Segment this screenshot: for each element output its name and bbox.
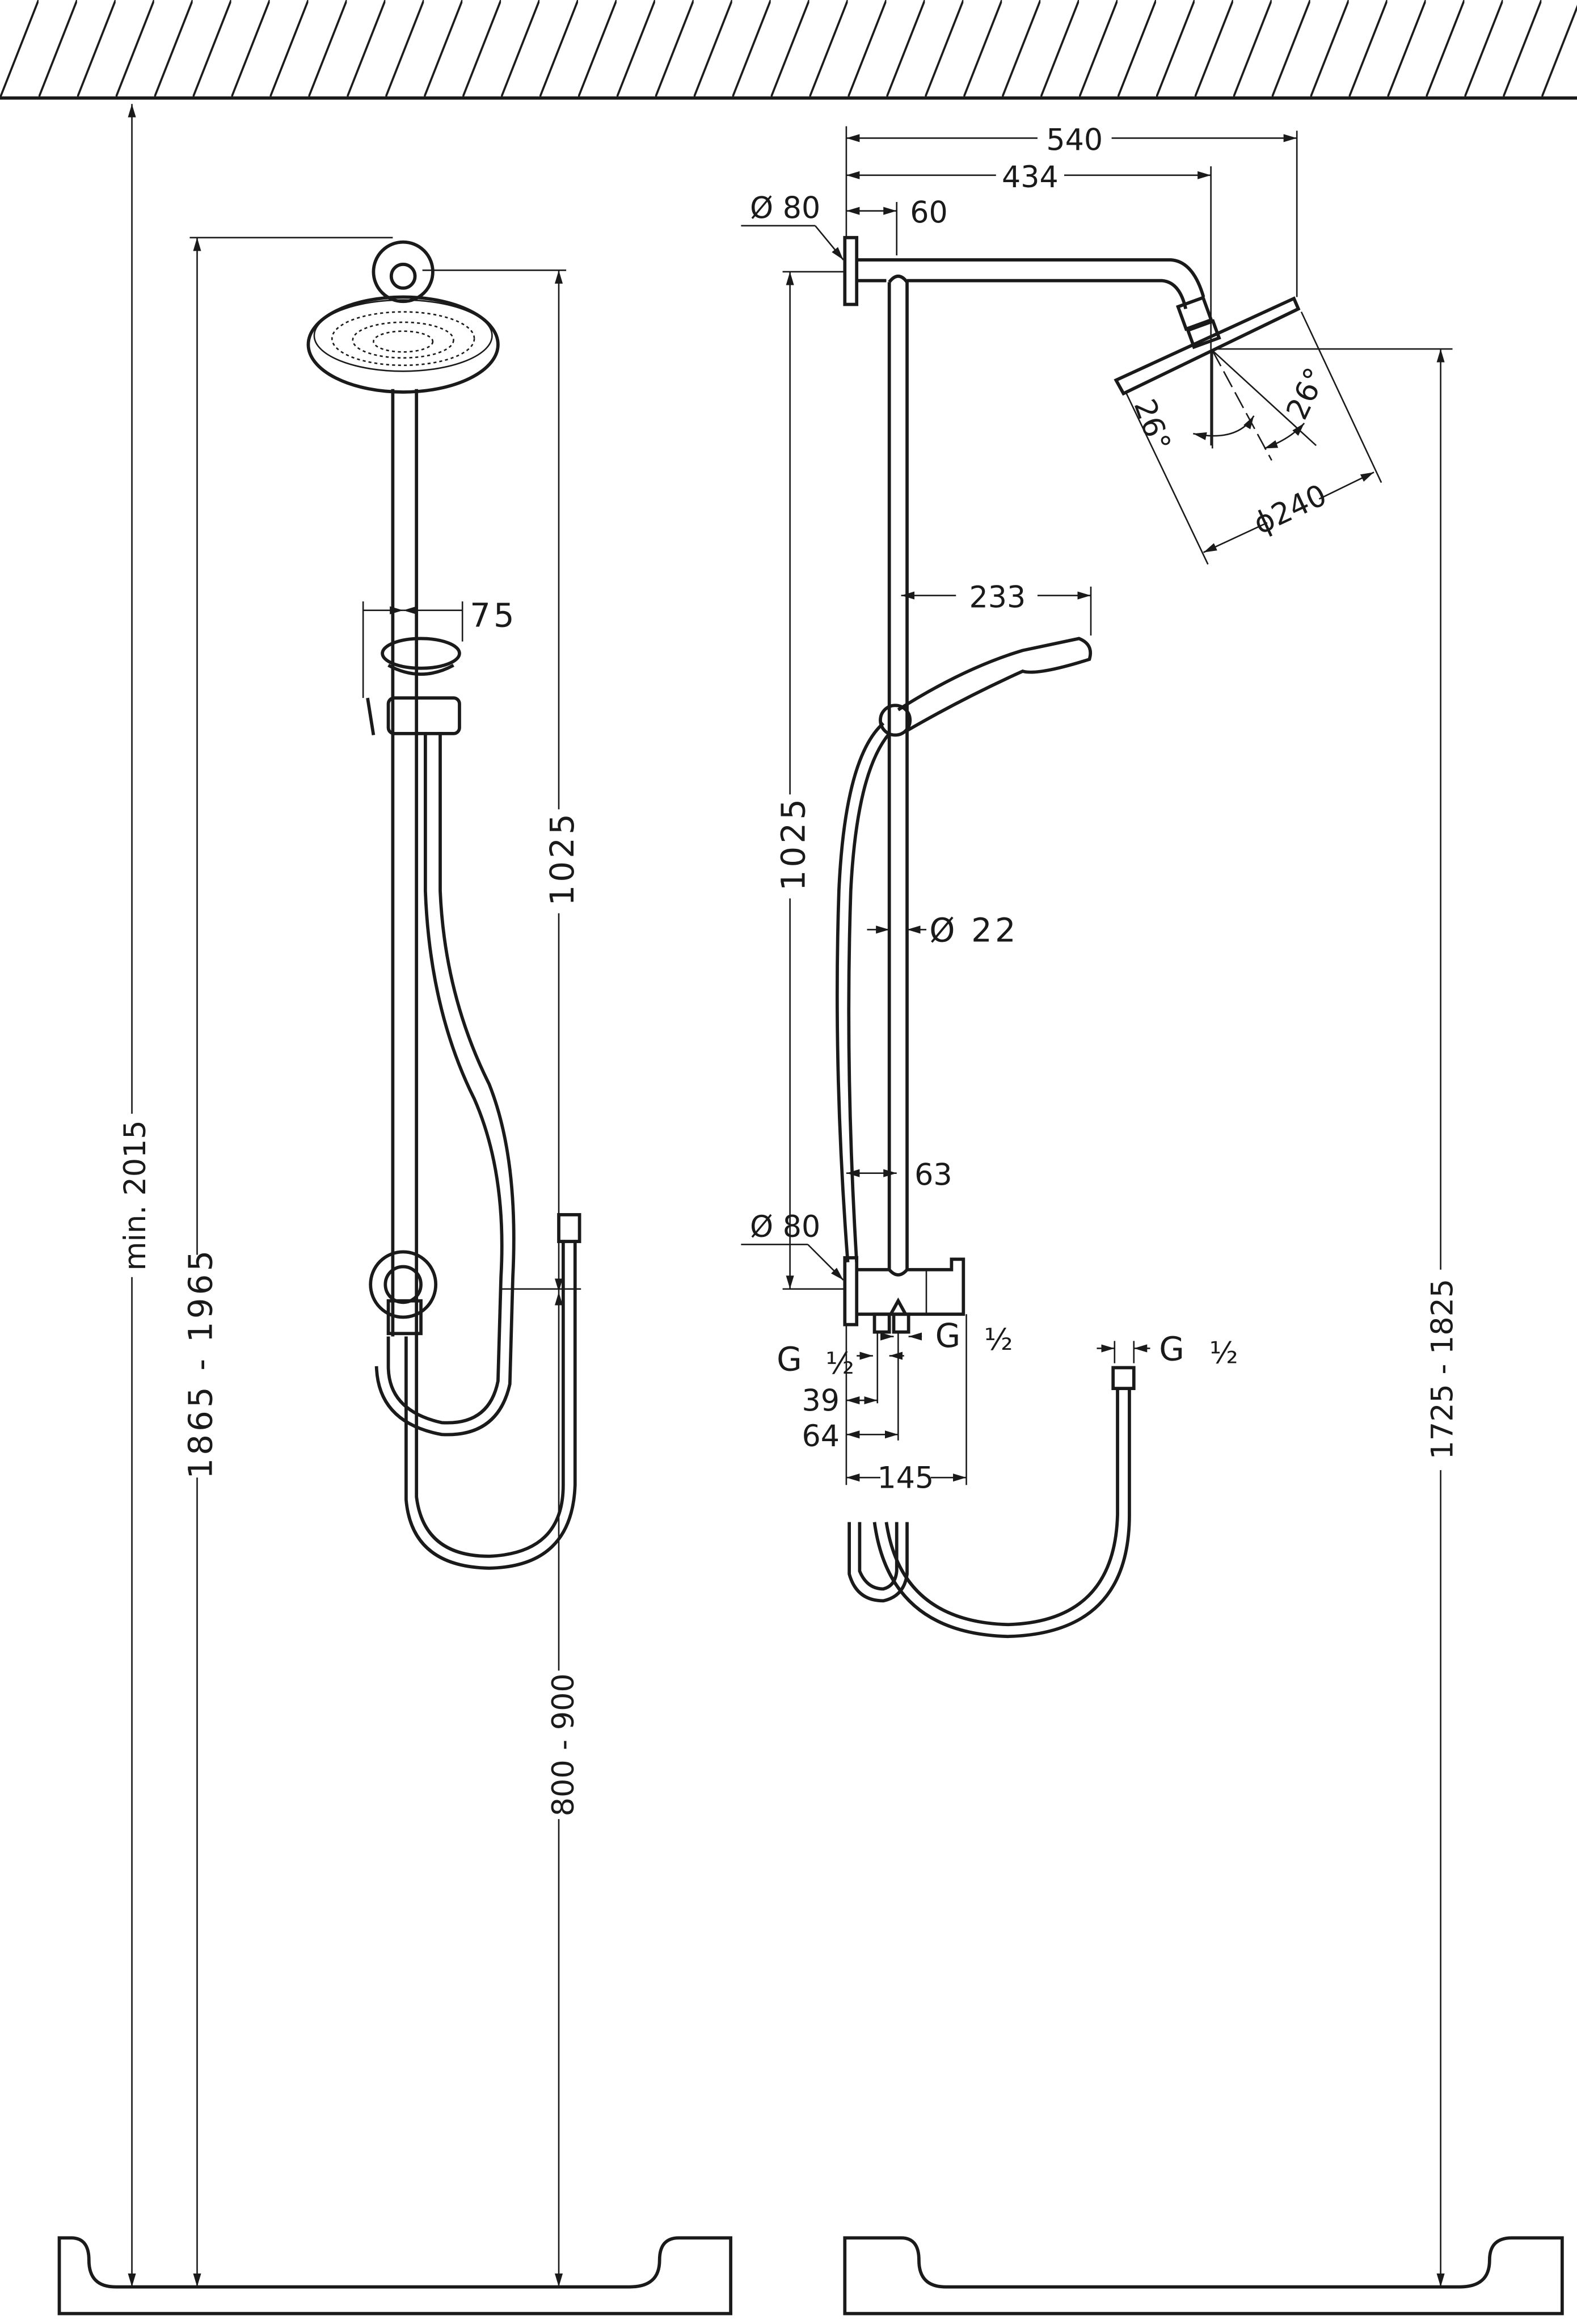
dim-233: 233 bbox=[969, 580, 1026, 614]
head-hook bbox=[372, 240, 435, 304]
slider-holder bbox=[386, 696, 461, 735]
hose-nut bbox=[1111, 1366, 1136, 1391]
thread-hose-size: ½ bbox=[1209, 1336, 1238, 1371]
bathtub-right bbox=[843, 2236, 1564, 2315]
dim-plate-top: Ø 80 bbox=[750, 191, 820, 226]
dim-1025-left: 1025 bbox=[543, 811, 581, 906]
dim-540: 540 bbox=[1046, 123, 1103, 157]
hand-shower-side bbox=[897, 637, 1093, 732]
dim-min-2015: min. 2015 bbox=[118, 1120, 153, 1270]
bathtub-left bbox=[57, 2236, 732, 2315]
thermostat-body bbox=[857, 1257, 965, 1316]
dim-head-diameter: ϕ240 bbox=[1249, 478, 1332, 541]
dim-63: 63 bbox=[914, 1158, 952, 1193]
dim-1865-1965: 1865 - 1965 bbox=[182, 1248, 220, 1479]
dim-39: 39 bbox=[802, 1383, 840, 1418]
dim-60: 60 bbox=[910, 196, 947, 230]
overhead-shower-head bbox=[306, 295, 500, 394]
thread-hose-g: G bbox=[1159, 1330, 1187, 1368]
hose-connector bbox=[557, 1213, 581, 1243]
dim-145: 145 bbox=[878, 1460, 934, 1495]
dim-1025-right: 1025 bbox=[775, 796, 813, 891]
thread-left-size: ½ bbox=[825, 1346, 854, 1381]
dim-plate-bottom: Ø 80 bbox=[750, 1210, 820, 1244]
hand-shower bbox=[381, 637, 461, 670]
thread-right-g: G bbox=[935, 1317, 964, 1355]
dim-434: 434 bbox=[1002, 160, 1059, 195]
dim-800-900: 800 - 900 bbox=[546, 1673, 581, 1816]
shower-hose bbox=[872, 1388, 1131, 1639]
thread-left-g: G bbox=[777, 1341, 805, 1379]
dim-angle-right: 26° bbox=[1280, 363, 1333, 425]
wall-plate bbox=[843, 235, 859, 306]
dim-64: 64 bbox=[802, 1419, 840, 1454]
dim-1725-1825: 1725 - 1825 bbox=[1426, 1279, 1460, 1460]
overhead-shower-head-side bbox=[1114, 296, 1301, 396]
bottom-wall-plate bbox=[843, 1256, 859, 1327]
side-view: 26° 26° ϕ240 540 434 bbox=[741, 123, 1564, 2315]
thread-right-size: ½ bbox=[984, 1323, 1013, 1357]
ceiling bbox=[0, 0, 1577, 100]
wall-bracket bbox=[369, 1250, 438, 1319]
dim-rod-diameter: Ø 22 bbox=[929, 911, 1019, 949]
front-view: min. 2015 1865 - 1965 1025 800 - 900 75 bbox=[57, 104, 732, 2315]
dim-75: 75 bbox=[470, 596, 517, 634]
